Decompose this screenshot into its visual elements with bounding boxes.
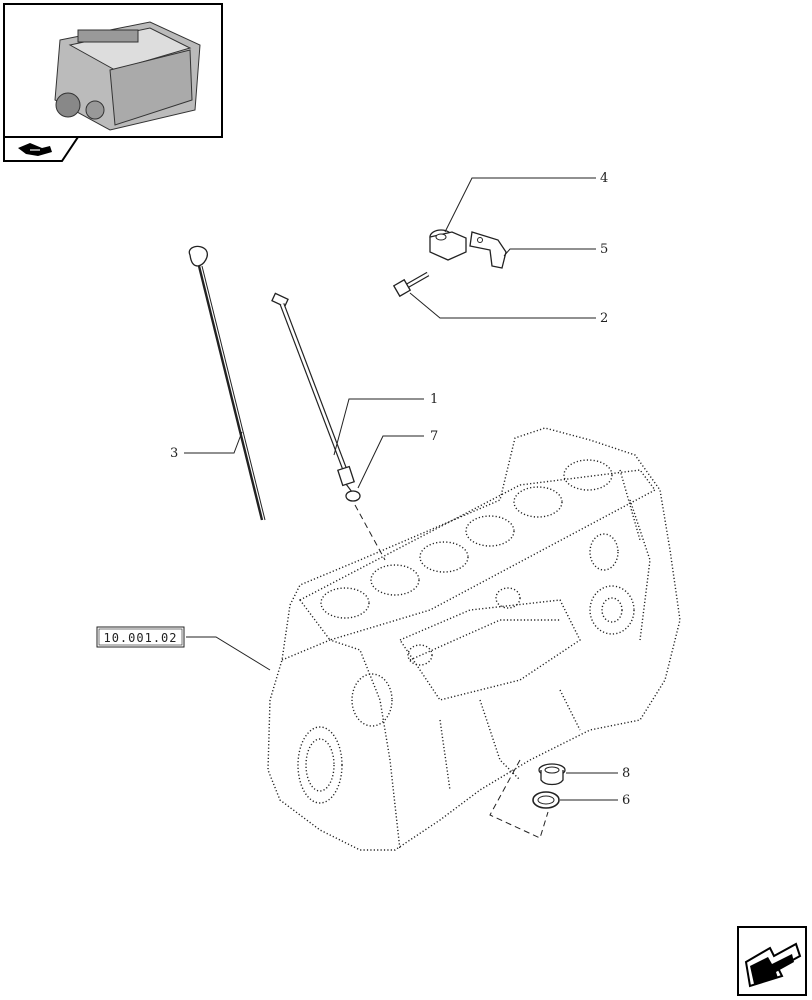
callout-4: 4	[600, 171, 608, 186]
engine-block	[267, 427, 681, 851]
callout-3: 3	[170, 446, 178, 461]
next-page-arrow-icon[interactable]	[737, 926, 807, 996]
callout-2: 2	[600, 311, 608, 326]
reference-box-label: 10.001.02	[103, 631, 177, 645]
callout-7: 7	[430, 429, 438, 444]
callout-1: 1	[430, 392, 438, 407]
callout-labels: 4 5 2 1 7 3 8 6	[170, 171, 630, 808]
leader-lines	[184, 177, 618, 801]
dipstick-guide-tube	[271, 292, 355, 493]
callout-8: 8	[622, 766, 630, 781]
callout-5: 5	[600, 242, 608, 257]
plug-part-8	[538, 763, 566, 786]
section-tab[interactable]	[3, 136, 80, 162]
reference-box[interactable]: 10.001.02	[96, 626, 185, 648]
washer-part-6	[532, 791, 560, 809]
dipstick	[188, 245, 266, 521]
clamp-part-4	[429, 229, 467, 261]
screw-part-2	[392, 271, 430, 298]
engine-thumbnail-icon[interactable]	[3, 3, 223, 138]
callout-6: 6	[622, 793, 630, 808]
hand-pointer-icon	[18, 143, 52, 156]
bracket-part-5	[469, 231, 507, 269]
o-ring-part-7	[345, 490, 361, 502]
